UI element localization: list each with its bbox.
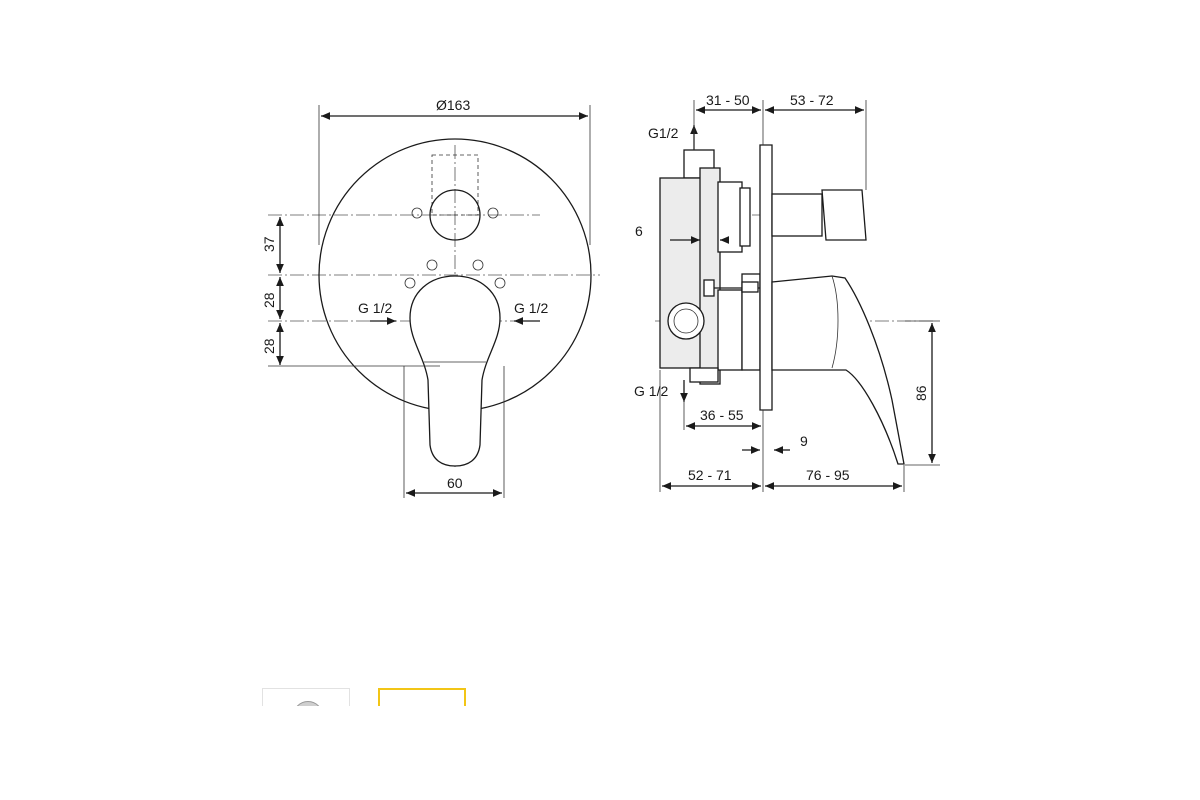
- dim-36-55-label: 36 - 55: [700, 407, 744, 423]
- inlet-port-side: [667, 302, 705, 340]
- inlet-right-label: G 1/2: [514, 300, 548, 316]
- diameter-label: Ø163: [436, 97, 470, 113]
- diverter-port: [429, 189, 481, 241]
- thumbnail-1[interactable]: [262, 688, 350, 706]
- cover-plate-side: [759, 144, 773, 411]
- top-outlet-label: G1/2: [648, 125, 679, 141]
- front-view: G 1/2 G 1/2 Ø163 37 28 28 60: [261, 97, 600, 498]
- side-view: G1/2 G 1/2 31 - 50 53 - 72: [634, 92, 940, 492]
- dim-28b-label: 28: [261, 338, 277, 354]
- dim-9-label: 9: [800, 433, 808, 449]
- dim-76-95-label: 76 - 95: [806, 467, 850, 483]
- dim-6-label: 6: [635, 223, 643, 239]
- dim-37-label: 37: [261, 236, 277, 252]
- dim-28a-label: 28: [261, 292, 277, 308]
- thumbnail-strip: [262, 688, 482, 706]
- dim-86-label: 86: [913, 385, 929, 401]
- lever-handle-front: [409, 275, 501, 467]
- inlet-left-label: G 1/2: [358, 300, 392, 316]
- diverter-knob: [771, 193, 823, 237]
- product-thumb-icon: [293, 701, 323, 706]
- width-60-label: 60: [447, 475, 463, 491]
- thumbnail-2-selected[interactable]: [378, 688, 466, 706]
- dim-53-72-label: 53 - 72: [790, 92, 834, 108]
- lever-handle-side: [771, 275, 905, 465]
- bottom-outlet-label: G 1/2: [634, 383, 668, 399]
- dim-52-71-label: 52 - 71: [688, 467, 732, 483]
- dim-31-50-label: 31 - 50: [706, 92, 750, 108]
